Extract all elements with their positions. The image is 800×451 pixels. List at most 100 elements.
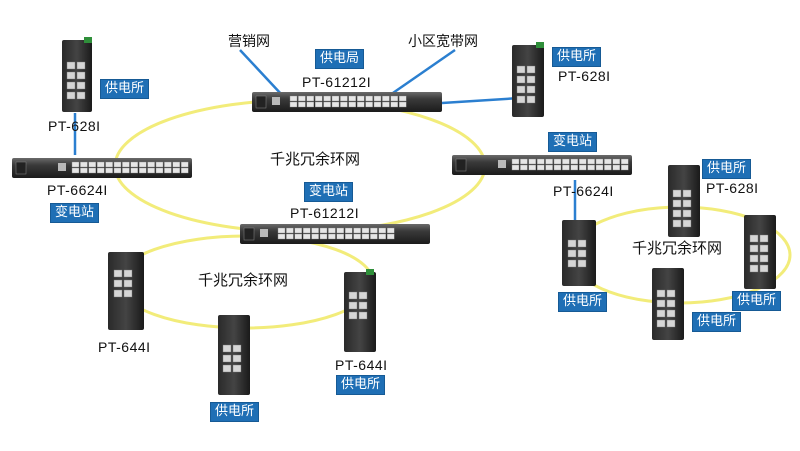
badge-bottom-mid-supply: 供电所 bbox=[210, 402, 260, 422]
rack-port bbox=[289, 101, 298, 108]
din-port bbox=[358, 301, 368, 310]
din-port bbox=[66, 61, 76, 70]
rack-port bbox=[604, 158, 612, 165]
rack-port bbox=[528, 164, 536, 171]
rack-port bbox=[562, 164, 570, 171]
rack-port bbox=[315, 95, 323, 102]
rack-port bbox=[294, 233, 302, 240]
badge-right-bottom-supply: 供电所 bbox=[692, 312, 742, 332]
rack-port bbox=[336, 227, 344, 234]
rack-port bbox=[537, 164, 545, 171]
rack-port bbox=[96, 161, 105, 168]
bottom-ring-label: 千兆冗余环网 bbox=[198, 271, 289, 289]
rack-port bbox=[579, 158, 587, 165]
rack-port bbox=[340, 101, 348, 108]
din-port bbox=[759, 254, 769, 263]
model-bottom-right: PT-644I bbox=[335, 357, 388, 373]
din-port bbox=[123, 289, 133, 298]
rack-port bbox=[328, 233, 336, 240]
rack-port bbox=[511, 158, 520, 165]
din-port bbox=[749, 264, 759, 273]
rack-port bbox=[71, 161, 80, 168]
rack-port bbox=[537, 158, 545, 165]
rack-port bbox=[373, 95, 382, 102]
rack-port bbox=[319, 227, 328, 234]
din-port bbox=[516, 95, 526, 104]
din-port bbox=[113, 289, 123, 298]
rack-port bbox=[528, 158, 536, 165]
link-community bbox=[389, 48, 456, 97]
din-port bbox=[348, 311, 358, 320]
rack-port bbox=[587, 158, 595, 165]
rack-port bbox=[361, 227, 370, 234]
din-switch-bottom-right bbox=[344, 269, 376, 352]
rack-port bbox=[357, 95, 365, 102]
rack-port bbox=[311, 227, 319, 234]
din-port bbox=[577, 239, 587, 248]
din-port bbox=[749, 234, 759, 243]
din-port bbox=[759, 264, 769, 273]
rack-port bbox=[365, 101, 373, 108]
rack-port bbox=[370, 233, 378, 240]
rack-port bbox=[122, 161, 130, 168]
din-port bbox=[222, 354, 232, 363]
main-ring-label: 千兆冗余环网 bbox=[270, 150, 361, 168]
din-port bbox=[567, 239, 577, 248]
rack-port bbox=[286, 227, 294, 234]
community-broadband-label: 小区宽带网 bbox=[408, 34, 478, 50]
badge-left-substation: 变电站 bbox=[50, 203, 100, 223]
din-port bbox=[348, 291, 358, 300]
din-port bbox=[76, 81, 86, 90]
din-port bbox=[66, 71, 76, 80]
rack-port bbox=[387, 227, 395, 234]
badge-right-top-supply: 供电所 bbox=[702, 159, 752, 179]
badge-center-substation: 变电站 bbox=[304, 182, 354, 202]
rack-port bbox=[570, 164, 578, 171]
rack-port bbox=[155, 167, 164, 174]
rack-port bbox=[319, 233, 328, 240]
rack-port bbox=[511, 164, 520, 171]
right-ring-label: 千兆冗余环网 bbox=[632, 239, 723, 257]
rack-port bbox=[311, 233, 319, 240]
din-port bbox=[113, 279, 123, 288]
rack-port bbox=[399, 101, 407, 108]
badge-right-substation: 变电站 bbox=[548, 132, 598, 152]
rack-port bbox=[387, 233, 395, 240]
din-port bbox=[76, 71, 86, 80]
rack-port bbox=[164, 161, 172, 168]
din-port bbox=[567, 249, 577, 258]
rack-port bbox=[382, 95, 390, 102]
rack-port bbox=[345, 233, 353, 240]
rack-port bbox=[96, 167, 105, 174]
din-port bbox=[656, 289, 666, 298]
rack-port bbox=[105, 167, 113, 174]
din-port bbox=[656, 299, 666, 308]
rack-port bbox=[361, 233, 370, 240]
din-port bbox=[666, 289, 676, 298]
rack-port bbox=[147, 167, 155, 174]
badge-top-supply-bureau: 供电局 bbox=[315, 49, 365, 69]
rack-port bbox=[155, 161, 164, 168]
rack-port bbox=[130, 161, 139, 168]
badge-right-left-supply: 供电所 bbox=[558, 292, 608, 312]
rack-port bbox=[286, 233, 294, 240]
rack-port bbox=[612, 158, 620, 165]
rack-port bbox=[373, 101, 382, 108]
rack-port bbox=[562, 158, 570, 165]
rack-port bbox=[303, 233, 311, 240]
din-port bbox=[682, 189, 692, 198]
model-bottom-left: PT-644I bbox=[98, 339, 151, 355]
rack-port bbox=[390, 101, 398, 108]
din-port bbox=[672, 219, 682, 228]
model-top-center: PT-61212I bbox=[302, 74, 372, 90]
rack-port bbox=[595, 164, 604, 171]
din-port bbox=[567, 259, 577, 268]
din-port bbox=[516, 85, 526, 94]
din-port bbox=[76, 91, 86, 100]
din-port bbox=[672, 199, 682, 208]
din-port bbox=[682, 209, 692, 218]
din-port bbox=[526, 85, 536, 94]
din-port bbox=[666, 319, 676, 328]
din-port bbox=[232, 354, 242, 363]
